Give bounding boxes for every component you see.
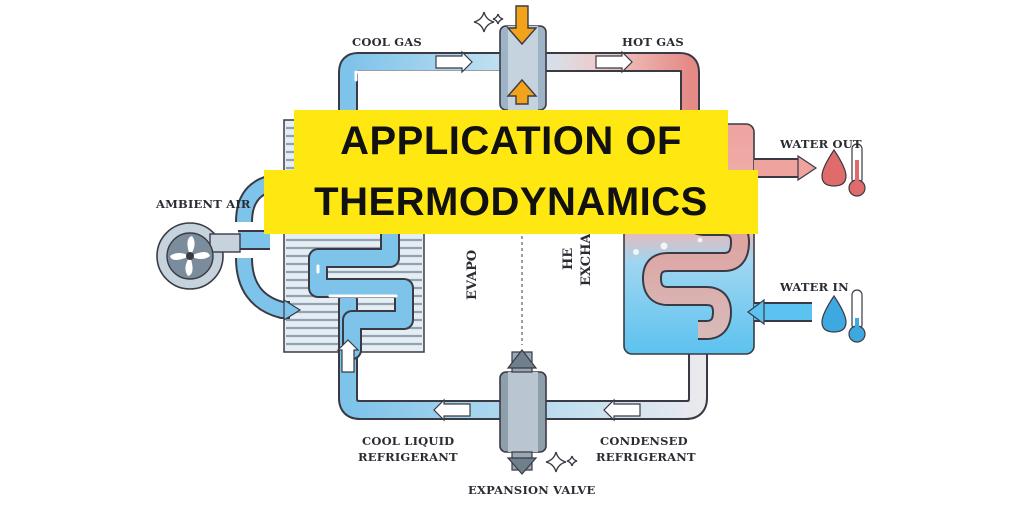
water-drop-icon: [821, 148, 847, 187]
title-line-2: THERMODYNAMICS: [314, 180, 708, 224]
label-condensed-refrigerant: REFRIGERANT: [596, 450, 696, 464]
arrow-up-icon: [506, 78, 538, 105]
thermometer-icon: [848, 289, 866, 343]
title-band-bottom: [264, 170, 758, 234]
title-banner: APPLICATION OF THERMODYNAMICS: [264, 110, 758, 234]
label-condensed: CONDENSED: [600, 434, 688, 448]
title-band-top: [294, 110, 728, 172]
thermometer-icon: [848, 143, 866, 197]
refrigerant-loop: [308, 52, 708, 420]
expansion-valve: [499, 349, 547, 475]
label-heat-exchanger-line1: HE: [561, 248, 576, 270]
label-water-in: WATER IN: [779, 280, 849, 294]
label-water-out: WATER OUT: [779, 137, 862, 151]
fan-icon: [170, 236, 210, 276]
label-hot-gas: HOT GAS: [622, 35, 684, 49]
title-line-1: APPLICATION OF: [340, 119, 682, 163]
label-evaporator: EVAPO: [465, 250, 480, 300]
label-cool-liquid: COOL LIQUID: [362, 434, 454, 448]
label-expansion-valve: EXPANSION VALVE: [468, 483, 596, 497]
arrow-down-icon: [506, 5, 538, 46]
flow-arrows: [336, 50, 641, 422]
water-drop-icon: [821, 294, 847, 333]
compressor: [499, 5, 547, 111]
label-cool-gas: COOL GAS: [352, 35, 422, 49]
sparkle-icon: [545, 451, 578, 473]
label-ambient-air: AMBIENT AIR: [155, 197, 251, 211]
sparkle-icon: [473, 11, 504, 33]
label-heat-exchanger-line2: EXCHA: [579, 233, 594, 286]
label-cool-liquid-refrigerant: REFRIGERANT: [358, 450, 458, 464]
